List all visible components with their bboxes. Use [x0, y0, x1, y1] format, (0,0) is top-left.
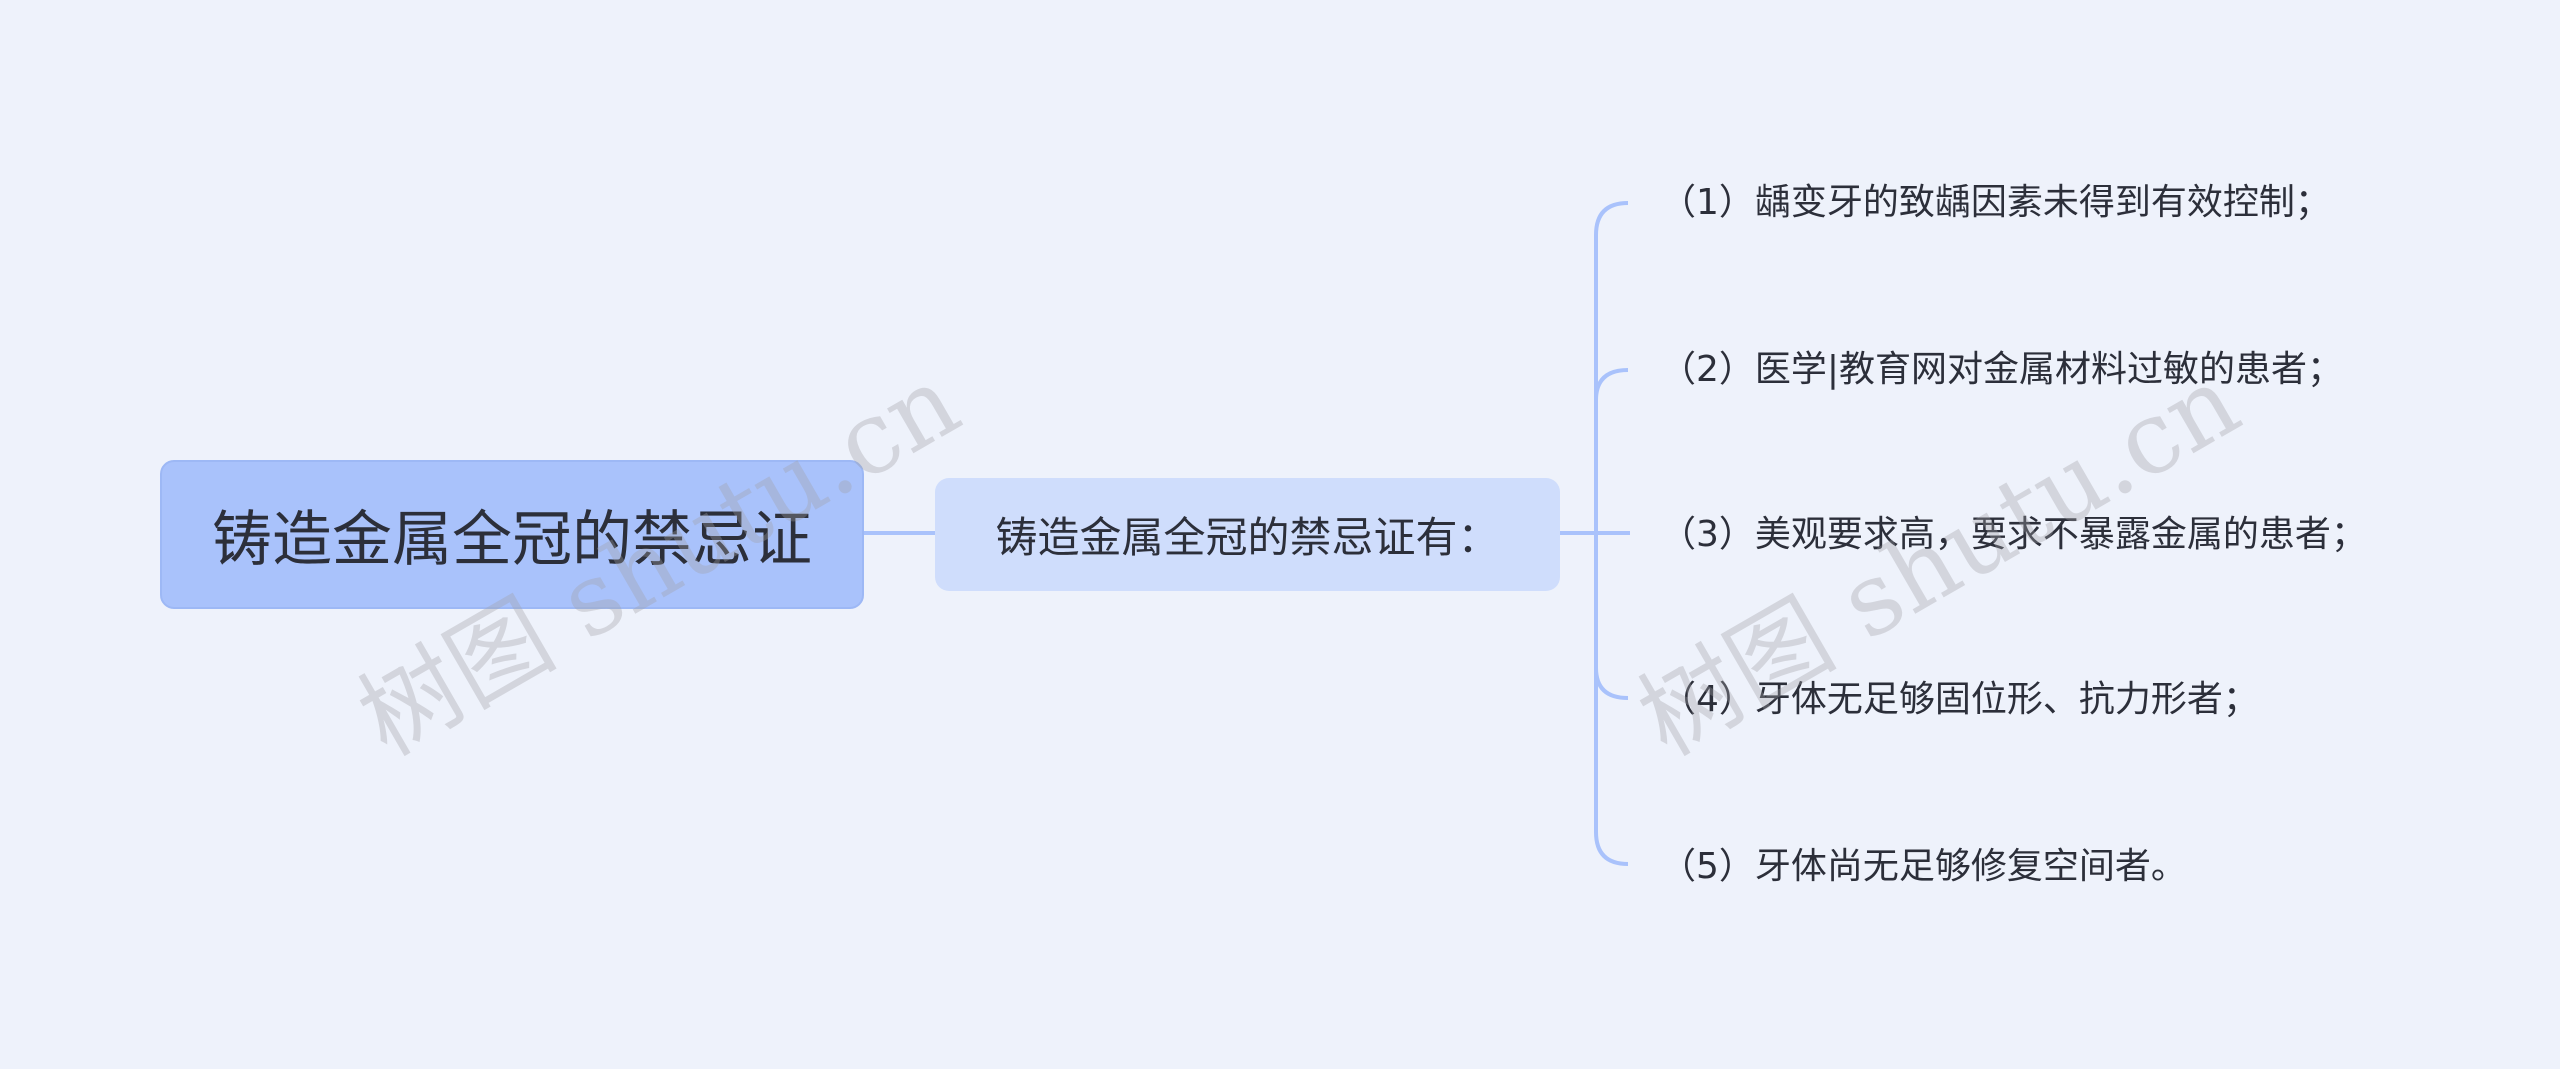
root-topic-node[interactable]: 铸造金属全冠的禁忌证: [160, 460, 864, 609]
bracket-spine: [1594, 201, 1629, 866]
leaf-topic-4[interactable]: （4）牙体无足够固位形、抗力形者；: [1660, 679, 2259, 720]
leaf-topic-5[interactable]: （5）牙体尚无足够修复空间者。: [1660, 846, 2187, 887]
branch-topic-node[interactable]: 铸造金属全冠的禁忌证有：: [935, 478, 1560, 591]
branch-topic-label: 铸造金属全冠的禁忌证有：: [995, 513, 1500, 562]
bracket-tick-2: [1594, 368, 1629, 401]
bracket-tick-4: [1594, 667, 1629, 700]
leaf-topic-1[interactable]: （1）龋变牙的致龋因素未得到有效控制；: [1660, 182, 2331, 223]
leaf-topic-2[interactable]: （2）医学|教育网对金属材料过敏的患者；: [1660, 349, 2344, 390]
leaf-topic-3[interactable]: （3）美观要求高，要求不暴露金属的患者；: [1660, 514, 2367, 555]
root-topic-label: 铸造金属全冠的禁忌证: [212, 505, 812, 575]
